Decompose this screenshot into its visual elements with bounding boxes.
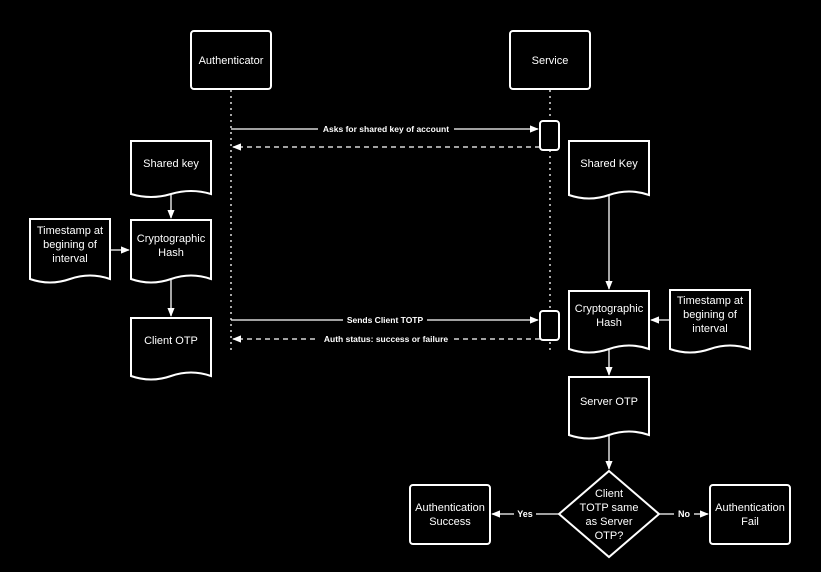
client-otp-label: Client OTP (144, 335, 198, 347)
otp-match-decision: Client TOTP same as Server OTP? (557, 469, 661, 559)
server-timestamp-line-3: interval (692, 323, 727, 335)
server-hash-doc: Cryptographic Hash (568, 290, 650, 354)
authenticator-label: Authenticator (199, 55, 264, 67)
server-timestamp-doc: Timestamp at begining of interval (669, 289, 751, 354)
server-otp-label: Server OTP (580, 396, 638, 408)
fail-line-2: Fail (741, 516, 759, 528)
message-ask-key-label: Asks for shared key of account (323, 124, 449, 134)
client-timestamp-doc: Timestamp at begining of interval (29, 218, 111, 284)
client-timestamp-line-1: Timestamp at (37, 225, 103, 237)
client-hash-doc: Cryptographic Hash (130, 219, 212, 284)
no-label-bg (674, 508, 694, 520)
decision-line-2: TOTP same (580, 502, 639, 514)
success-line-1: Authentication (415, 502, 485, 514)
authentication-fail-box: Authentication Fail (709, 484, 791, 545)
service-activation-1 (539, 120, 560, 151)
client-shared-key-doc: Shared key (130, 140, 212, 198)
server-shared-key-doc: Shared Key (568, 140, 650, 200)
success-line-2: Success (429, 516, 471, 528)
service-participant: Service (509, 30, 591, 90)
no-label: No (678, 509, 690, 519)
server-hash-line-1: Cryptographic (575, 303, 644, 315)
client-shared-key-label: Shared key (143, 158, 199, 170)
message-auth-status-bg (318, 333, 454, 345)
service-activation-2 (539, 310, 560, 341)
server-timestamp-line-1: Timestamp at (677, 295, 743, 307)
client-timestamp-line-3: interval (52, 253, 87, 265)
server-otp-doc: Server OTP (568, 376, 650, 440)
client-hash-line-2: Hash (158, 247, 184, 259)
authenticator-participant: Authenticator (190, 30, 272, 90)
authentication-success-box: Authentication Success (409, 484, 491, 545)
message-ask-key-bg (318, 123, 454, 135)
message-auth-status-label: Auth status: success or failure (324, 334, 449, 344)
server-hash-line-2: Hash (596, 317, 622, 329)
decision-line-4: OTP? (595, 530, 624, 542)
client-hash-line-1: Cryptographic (137, 233, 206, 245)
server-shared-key-label: Shared Key (580, 158, 638, 170)
message-send-totp-label: Sends Client TOTP (347, 315, 424, 325)
yes-label-bg (514, 508, 536, 520)
server-timestamp-line-2: begining of (683, 309, 738, 321)
decision-line-3: as Server (585, 516, 632, 528)
service-label: Service (532, 55, 569, 67)
decision-line-1: Client (595, 488, 623, 500)
client-otp-doc: Client OTP (130, 317, 212, 381)
yes-label: Yes (517, 509, 533, 519)
client-timestamp-line-2: begining of (43, 239, 98, 251)
message-send-totp-bg (343, 314, 427, 326)
fail-line-1: Authentication (715, 502, 785, 514)
